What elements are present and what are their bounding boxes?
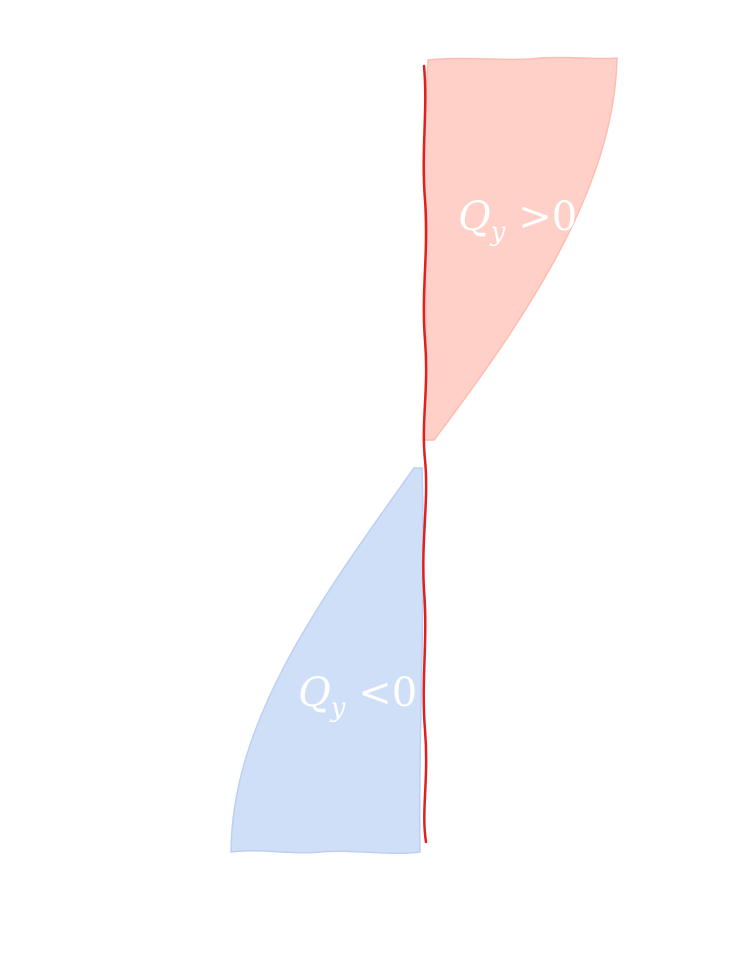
- negative-label-sub: y: [330, 693, 346, 723]
- negative-label-var: Q: [298, 670, 331, 716]
- positive-label-rel: >0: [506, 194, 578, 240]
- positive-label-sub: y: [490, 217, 506, 247]
- positive-label-var: Q: [458, 194, 491, 240]
- beam-axis-line: [422, 64, 428, 844]
- negative-label-rel: <0: [346, 670, 418, 716]
- positive-shear-region: [423, 56, 618, 441]
- negative-region-label: Qy <0: [298, 670, 417, 723]
- negative-shear-region: [230, 467, 424, 854]
- positive-region-label: Qy >0: [458, 194, 577, 247]
